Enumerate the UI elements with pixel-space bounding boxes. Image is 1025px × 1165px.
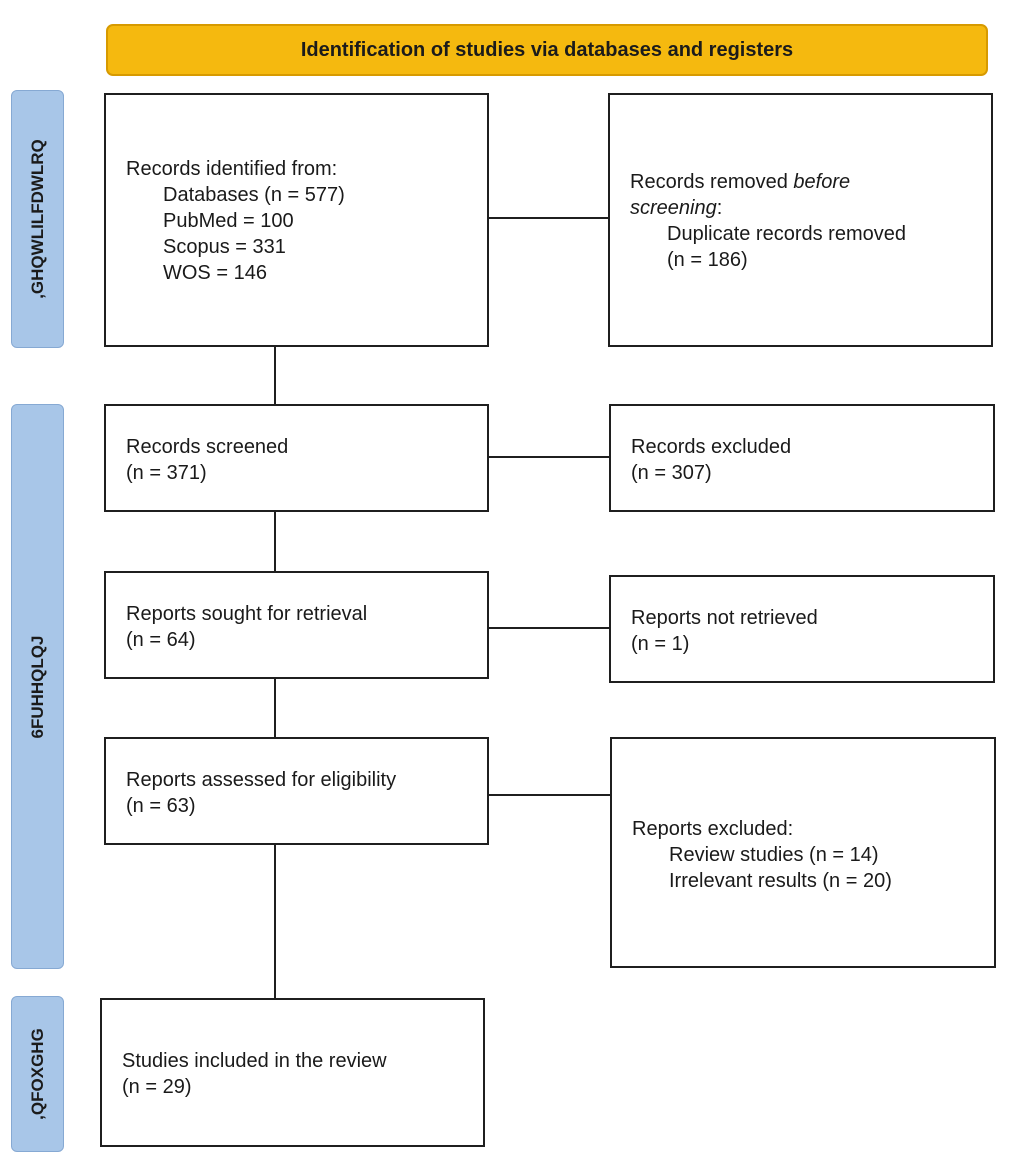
header-title: Identification of studies via databases … bbox=[300, 38, 794, 61]
connector-identified-to-removed bbox=[488, 217, 609, 219]
records-identified-databases: Databases (n = 577) bbox=[163, 184, 345, 206]
studies-included-title: Studies included in the review bbox=[122, 1050, 387, 1072]
connector-assessed-to-included bbox=[274, 844, 276, 999]
records-excluded-title: Records excluded bbox=[631, 436, 792, 458]
reports-not-retrieved-title: Reports not retrieved bbox=[631, 607, 818, 629]
connector-screened-to-sought bbox=[274, 511, 276, 572]
records-removed-duplicates: Duplicate records removed bbox=[667, 223, 906, 245]
records-identified-scopus: Scopus = 331 bbox=[163, 236, 286, 258]
phase-screening: 6FUHHQLQJ bbox=[11, 404, 64, 969]
phase-included: ,QFOXGHG bbox=[11, 996, 64, 1152]
records-excluded-count: (n = 307) bbox=[631, 462, 712, 484]
reports-not-retrieved-count: (n = 1) bbox=[631, 633, 690, 655]
studies-included-count: (n = 29) bbox=[122, 1076, 192, 1098]
records-screened-box: Records screened (n = 371) bbox=[104, 404, 489, 512]
records-identified-wos: WOS = 146 bbox=[163, 262, 267, 284]
studies-included-box: Studies included in the review (n = 29) bbox=[100, 998, 485, 1147]
records-removed-box: Records removed before screening: Duplic… bbox=[608, 93, 993, 347]
connector-sought-to-assessed bbox=[274, 678, 276, 738]
connector-screened-to-excluded bbox=[488, 456, 610, 458]
reports-assessed-title: Reports assessed for eligibility bbox=[126, 769, 397, 791]
identification-header: Identification of studies via databases … bbox=[106, 24, 988, 76]
records-screened-title: Records screened bbox=[126, 436, 289, 458]
connector-sought-to-not-retrieved bbox=[488, 627, 610, 629]
phase-screening-label: 6FUHHQLQJ bbox=[27, 635, 47, 738]
reports-assessed-box: Reports assessed for eligibility (n = 63… bbox=[104, 737, 489, 845]
records-removed-count: (n = 186) bbox=[667, 249, 748, 271]
reports-sought-count: (n = 64) bbox=[126, 629, 196, 651]
reports-sought-box: Reports sought for retrieval (n = 64) bbox=[104, 571, 489, 679]
reports-excluded-title: Reports excluded: bbox=[632, 818, 794, 840]
records-identified-pubmed: PubMed = 100 bbox=[163, 210, 294, 232]
phase-included-label: ,QFOXGHG bbox=[27, 1028, 47, 1120]
records-screened-count: (n = 371) bbox=[126, 462, 207, 484]
reports-excluded-box: Reports excluded: Review studies (n = 14… bbox=[610, 737, 996, 968]
reports-assessed-count: (n = 63) bbox=[126, 795, 196, 817]
phase-identification: ,GHQWLILFDWLRQ bbox=[11, 90, 64, 348]
reports-excluded-review: Review studies (n = 14) bbox=[669, 844, 879, 866]
reports-excluded-irrelevant: Irrelevant results (n = 20) bbox=[669, 870, 892, 892]
records-removed-title-line2: screening: bbox=[630, 197, 723, 219]
records-excluded-box: Records excluded (n = 307) bbox=[609, 404, 995, 512]
reports-sought-title: Reports sought for retrieval bbox=[126, 603, 368, 625]
records-identified-title: Records identified from: bbox=[126, 158, 338, 180]
records-identified-box: Records identified from: Databases (n = … bbox=[104, 93, 489, 347]
connector-assessed-to-excluded bbox=[488, 794, 611, 796]
reports-not-retrieved-box: Reports not retrieved (n = 1) bbox=[609, 575, 995, 683]
connector-identified-to-screened bbox=[274, 346, 276, 405]
phase-identification-label: ,GHQWLILFDWLRQ bbox=[27, 139, 47, 299]
records-removed-title-line1: Records removed before bbox=[630, 171, 851, 193]
